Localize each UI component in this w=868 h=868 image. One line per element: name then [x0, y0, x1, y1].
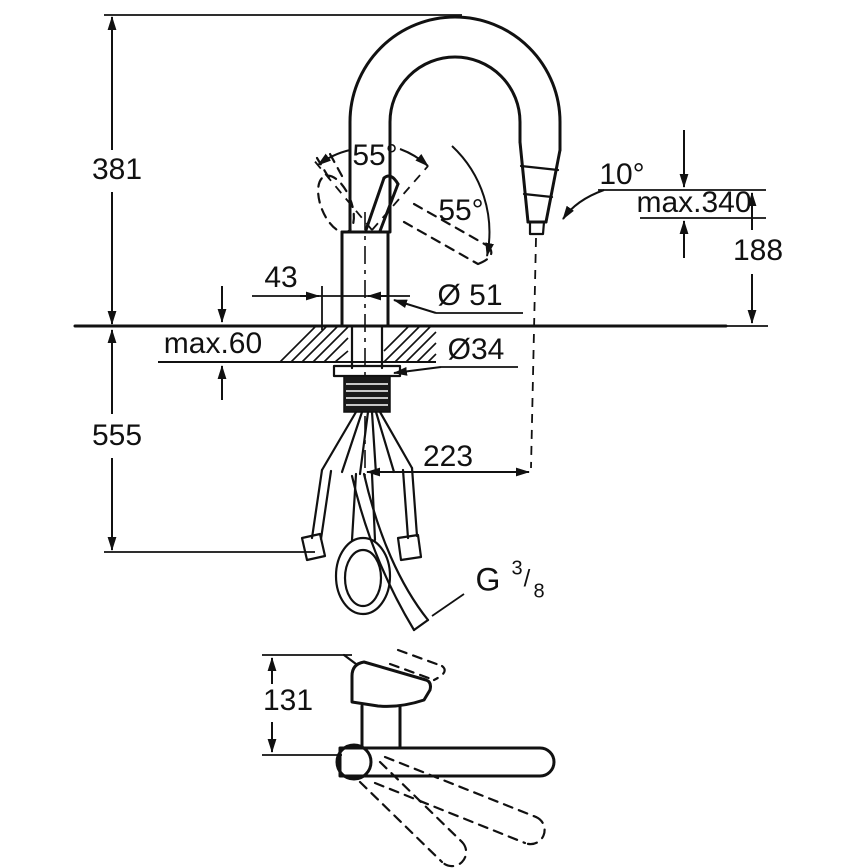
- angle-55-left: 55°: [317, 139, 429, 172]
- dim-188-label: 188: [733, 234, 783, 267]
- escutcheon-circle: [335, 743, 373, 781]
- side-spout-swing-position-1: [373, 755, 546, 846]
- dim-131-label: 131: [263, 684, 313, 717]
- dim-43: 43: [252, 261, 410, 330]
- dim-555-label: 555: [92, 419, 142, 452]
- dim-381: 381: [92, 14, 462, 325]
- dim-dia34: Ø34: [393, 333, 518, 376]
- max-340-label: max.340: [636, 186, 751, 219]
- dim-223-label: 223: [423, 440, 473, 473]
- angle-ray-right: [371, 165, 429, 231]
- side-lever-handle: [342, 653, 432, 708]
- thread-label-g38: G 3 / 8: [431, 557, 545, 617]
- connection-hose: [350, 472, 430, 632]
- dim-131: 131: [262, 654, 352, 756]
- lever-handle: [364, 174, 400, 233]
- thread-g-label: G: [476, 561, 501, 597]
- deck-hatching: [279, 325, 437, 363]
- dim-max340: max.340: [598, 130, 766, 258]
- pullout-hose-loop: [334, 536, 392, 616]
- dim-max60: max.60: [164, 286, 262, 400]
- thread-denominator: 8: [533, 580, 544, 602]
- side-body: [360, 704, 402, 750]
- angle-10-label: 10°: [599, 158, 644, 191]
- dim-188: 188: [726, 192, 783, 327]
- max-60-label: max.60: [164, 327, 262, 360]
- dim-381-label: 381: [92, 153, 142, 186]
- dim-dia51: Ø 51: [393, 279, 523, 314]
- side-view: [335, 648, 556, 868]
- front-view: [73, 15, 728, 632]
- dim-43-label: 43: [264, 261, 297, 294]
- dim-555: 555: [92, 329, 315, 553]
- angle-55-right-label: 55°: [438, 194, 483, 227]
- thread-numerator: 3: [511, 557, 522, 579]
- angle-55-right: 55°: [438, 145, 494, 257]
- dia-34-label: Ø34: [448, 333, 505, 366]
- side-spout: [335, 743, 556, 781]
- spout-outer-arc: [348, 15, 562, 234]
- dim-223: 223: [366, 440, 530, 477]
- mounting-shank: [332, 324, 402, 413]
- thread-slash: /: [524, 565, 531, 592]
- spray-head: [518, 140, 562, 236]
- dim-10deg: 10°: [562, 158, 645, 220]
- angle-55-left-label: 55°: [352, 139, 397, 172]
- side-lever-alt-position: [388, 648, 446, 682]
- side-spout-swing-position-2: [358, 760, 468, 868]
- dia-51-label: Ø 51: [437, 279, 502, 312]
- spout-inner-arc: [388, 55, 522, 234]
- outlet-reference-line: [530, 237, 537, 469]
